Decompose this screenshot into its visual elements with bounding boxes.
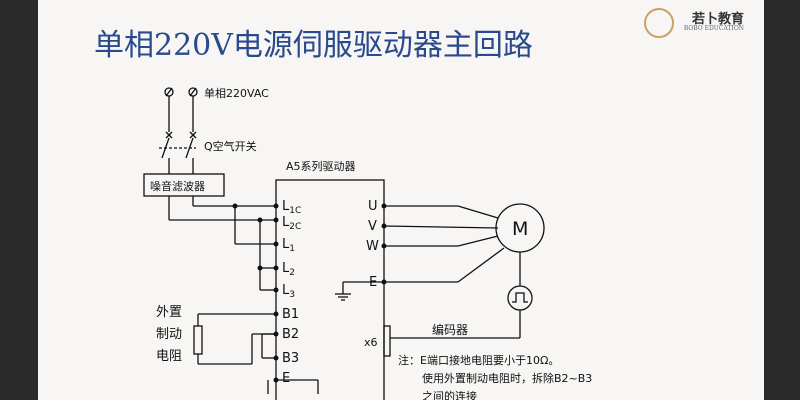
encoder-port-label: x6: [364, 336, 378, 349]
switch-label: Q空气开关: [204, 139, 257, 153]
terminal-l2: L2: [282, 261, 295, 278]
circuit-diagram: 单相220VAC Q空气开关 噪音滤波器 A5系列驱动器 L1C L2C L1 …: [143, 87, 592, 400]
note-line-2: 使用外置制动电阻时，拆除B2~B3: [422, 371, 592, 385]
terminal-e-left: E: [282, 371, 290, 386]
right-terminals: U V W E x6: [364, 199, 379, 349]
logo-text: 若卜教育: [691, 12, 744, 27]
terminal-b1: B1: [282, 307, 299, 322]
air-switch-icon: [159, 131, 197, 174]
driver-label: A5系列驱动器: [286, 159, 356, 173]
terminal-l2c: L2C: [282, 215, 301, 232]
left-terminals: L1C L2C L1 L2 L3 B1 B2 B3 E: [282, 199, 301, 386]
x6-port: [383, 325, 391, 357]
filter-label: 噪音滤波器: [150, 179, 205, 193]
junction-dots: [232, 203, 387, 383]
note-line-3: 之间的连接: [422, 389, 477, 400]
terminal-v: V: [368, 219, 377, 234]
logo-subtext: ROBO EDUCATION: [683, 25, 744, 32]
terminal-l1c: L1C: [282, 199, 301, 216]
terminal-w: W: [366, 239, 379, 254]
encoder-label: 编码器: [432, 322, 468, 337]
logo-icon: [644, 8, 674, 38]
supply-label: 单相220VAC: [204, 87, 269, 100]
terminal-l1: L1: [282, 237, 295, 254]
noise-filter-box: [143, 173, 225, 197]
servo-driver-box: [275, 179, 385, 400]
terminal-e-right: E: [369, 275, 377, 290]
slide: 单相220V电源伺服驱动器主回路 若卜教育 ROBO EDUCATION: [38, 0, 764, 400]
braking-resistor-icon: [193, 325, 203, 355]
terminal-u: U: [368, 199, 378, 214]
resistor-label-line-2: 制动: [156, 327, 182, 342]
note-line-1: 注：E端口接地电阻要小于10Ω。: [398, 353, 559, 367]
resistor-label-line-3: 电阻: [156, 349, 182, 364]
terminal-b3: B3: [282, 351, 299, 366]
terminal-l3: L3: [282, 283, 295, 300]
motor-label: M: [512, 218, 528, 240]
encoder-icon: [507, 285, 533, 311]
slide-title: 单相220V电源伺服驱动器主回路: [94, 28, 533, 63]
resistor-label-line-1: 外置: [156, 305, 182, 320]
terminal-b2: B2: [282, 327, 299, 342]
